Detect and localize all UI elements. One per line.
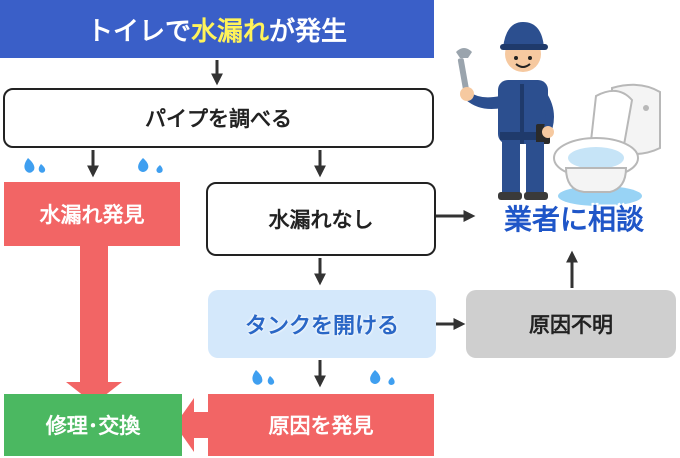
title-prefix: トイレで: [86, 16, 191, 47]
plumber-illustration: [456, 22, 554, 200]
node-consult: 業者に相談: [476, 196, 672, 240]
node-label: 修理･交換: [45, 414, 141, 438]
water-drop-icon: [370, 370, 395, 385]
title-highlight: 水漏れ: [190, 16, 269, 47]
node-repair: 修理･交換: [4, 394, 182, 456]
water-drop-icon: [138, 158, 163, 173]
node-cause-found: 原因を発見: [208, 394, 434, 456]
toilet-illustration: [553, 83, 661, 206]
node-label: 原因不明: [529, 313, 613, 337]
node-check-pipe: パイプを調べる: [3, 88, 434, 148]
title-suffix: が発生: [269, 16, 348, 47]
node-leak-found: 水漏れ発見: [4, 182, 180, 246]
node-open-tank: タンクを開ける: [208, 290, 436, 358]
node-label: 業者に相談: [503, 203, 644, 236]
node-cause-unknown: 原因不明: [466, 290, 676, 358]
water-drop-icon: [24, 158, 46, 173]
node-label: パイプを調べる: [145, 107, 292, 131]
arrow-leak-to-repair: [66, 246, 122, 404]
water-drop-icon: [252, 370, 275, 385]
node-label: タンクを開ける: [244, 314, 399, 339]
page-title: トイレで水漏れが発生: [0, 0, 434, 58]
node-no-leak: 水漏れなし: [206, 182, 436, 256]
node-label: 原因を発見: [268, 414, 374, 438]
node-label: 水漏れ発見: [39, 203, 145, 227]
node-label: 水漏れなし: [268, 208, 374, 232]
arrow-found-to-repair: [175, 398, 210, 452]
